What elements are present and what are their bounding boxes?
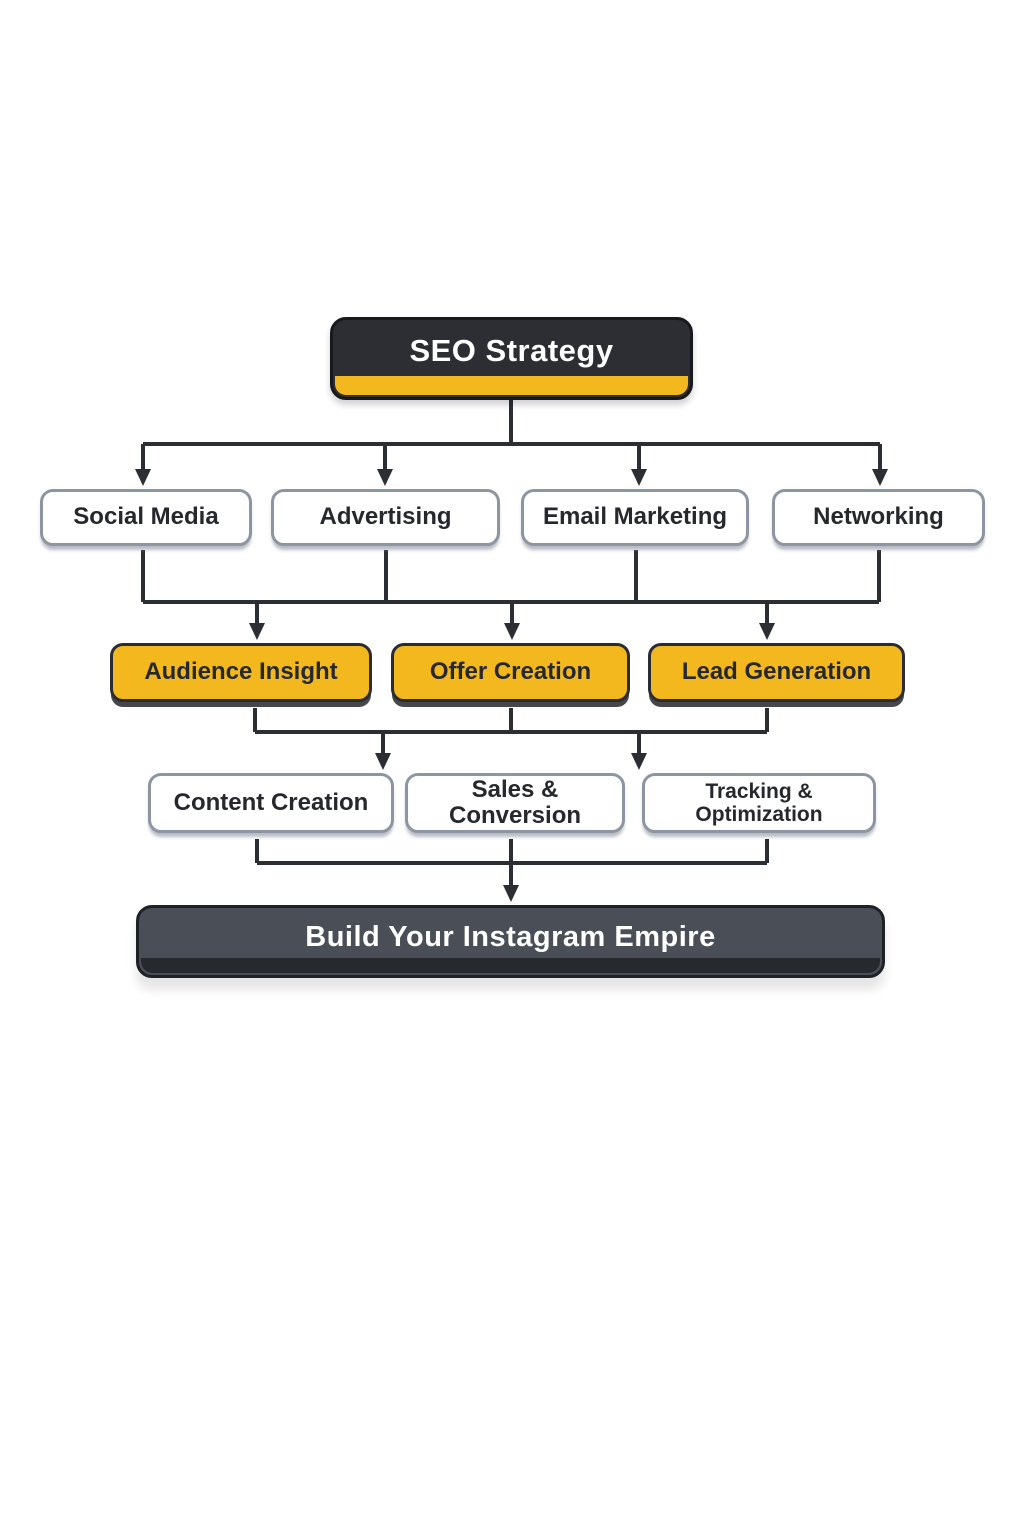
node-label: Sales & Conversion: [448, 775, 582, 829]
node-lead-generation: Lead Generation: [648, 643, 905, 702]
node-label: Content Creation: [173, 788, 369, 816]
arrowhead: [375, 753, 391, 770]
node-sales-conversion: Sales & Conversion: [405, 773, 625, 833]
arrowhead: [249, 623, 265, 640]
yellow-accent-band: [335, 376, 688, 395]
node-content-creation: Content Creation: [148, 773, 394, 833]
node-label: Tracking & Optimization: [695, 779, 823, 826]
node-label: SEO Strategy: [409, 333, 614, 369]
dark-bottom-band: [141, 958, 880, 973]
node-label: Advertising: [319, 503, 452, 531]
node-label: Social Media: [73, 503, 219, 531]
node-build-instagram-empire: Build Your Instagram Empire: [136, 905, 885, 978]
node-social-media: Social Media: [40, 489, 252, 546]
node-advertising: Advertising: [271, 489, 500, 546]
node-networking: Networking: [772, 489, 985, 546]
arrowhead: [503, 885, 519, 902]
node-label: Email Marketing: [542, 503, 728, 531]
node-seo-strategy: SEO Strategy: [330, 317, 693, 400]
node-label: Audience Insight: [144, 658, 338, 686]
node-tracking-optimization: Tracking & Optimization: [642, 773, 876, 833]
node-offer-creation: Offer Creation: [391, 643, 630, 702]
node-label: Offer Creation: [429, 658, 592, 686]
arrowhead: [631, 753, 647, 770]
arrowhead: [872, 469, 888, 486]
arrowhead: [504, 623, 520, 640]
arrowhead: [759, 623, 775, 640]
arrowhead: [135, 469, 151, 486]
node-label: Lead Generation: [681, 658, 872, 686]
node-audience-insight: Audience Insight: [110, 643, 372, 702]
node-label: Build Your Instagram Empire: [305, 920, 716, 953]
node-label: Networking: [813, 503, 944, 531]
arrowhead: [377, 469, 393, 486]
arrowhead: [631, 469, 647, 486]
node-email-marketing: Email Marketing: [521, 489, 749, 546]
